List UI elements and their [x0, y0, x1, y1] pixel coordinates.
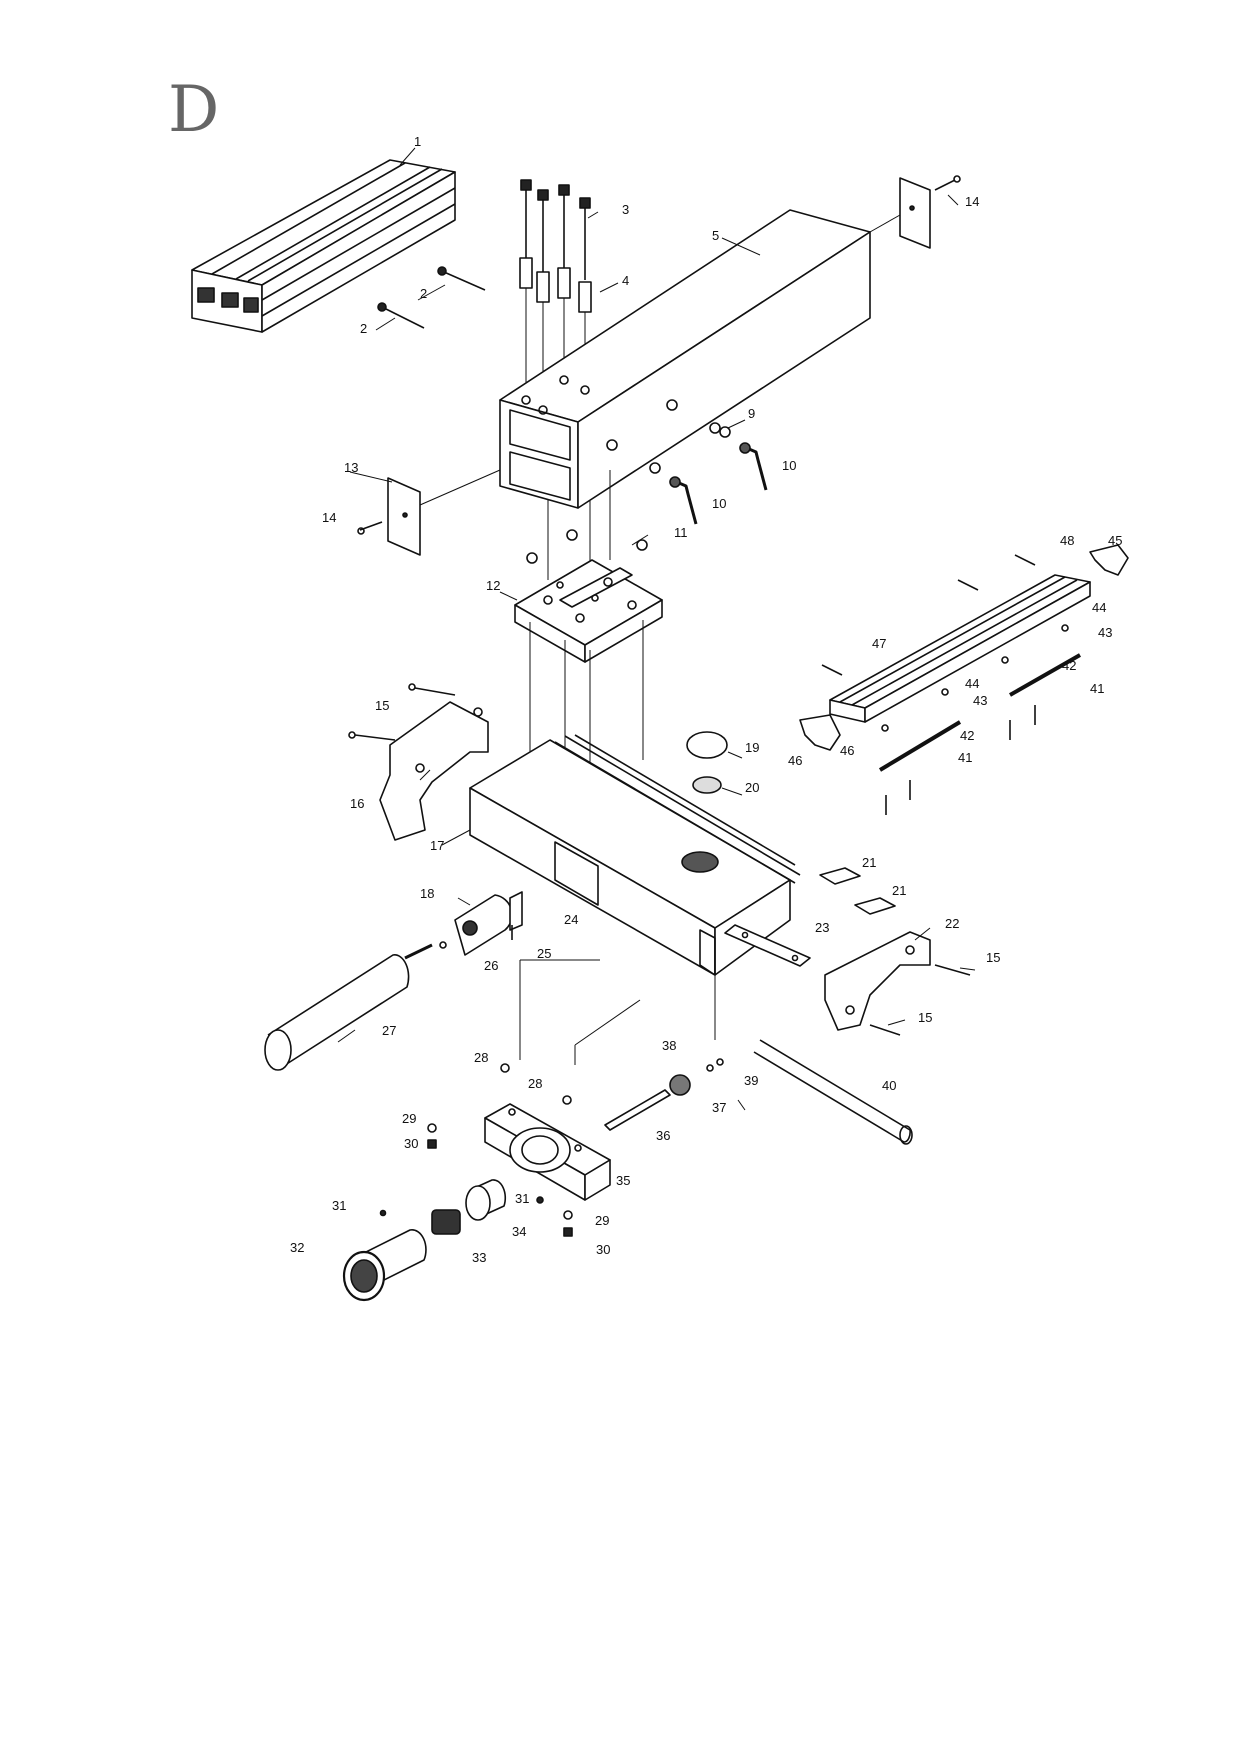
callout-46a: 46	[788, 753, 802, 768]
callout-45: 45	[1108, 533, 1122, 548]
callout-40: 40	[882, 1078, 896, 1093]
callout-12: 12	[486, 578, 500, 593]
callout-39: 39	[744, 1073, 758, 1088]
part-bracket-18	[439, 891, 523, 956]
callout-34: 34	[512, 1224, 526, 1239]
callout-26: 26	[484, 958, 498, 973]
callout-29b: 29	[595, 1213, 609, 1228]
part-small-hardware	[379, 1063, 573, 1237]
part-rail-brackets	[799, 544, 1129, 751]
callout-46b: 46	[840, 743, 854, 758]
callout-27: 27	[382, 1023, 396, 1038]
part-ring-and-disk	[686, 731, 728, 794]
callout-41b: 41	[958, 750, 972, 765]
callout-44b: 44	[965, 676, 979, 691]
callout-25: 25	[537, 946, 551, 961]
part-mount-plate	[514, 529, 663, 663]
callout-29a: 29	[402, 1111, 416, 1126]
callout-3: 3	[622, 202, 629, 217]
callout-30b: 30	[596, 1242, 610, 1257]
part-shaft-40	[753, 1039, 913, 1145]
callout-28a: 28	[474, 1050, 488, 1065]
callout-15a: 15	[375, 698, 389, 713]
callout-9: 9	[748, 406, 755, 421]
part-knob-assembly	[342, 1179, 507, 1302]
callout-14b: 14	[322, 510, 336, 525]
part-end-plate-16	[348, 683, 489, 841]
callout-5: 5	[712, 228, 719, 243]
section-letter: D	[168, 73, 220, 147]
callout-28b: 28	[528, 1076, 542, 1091]
callout-18: 18	[420, 886, 434, 901]
callout-24: 24	[564, 912, 578, 927]
part-screw-2a	[437, 266, 486, 291]
callout-47: 47	[872, 636, 886, 651]
callout-14a: 14	[965, 194, 979, 209]
callout-2a: 2	[420, 286, 427, 301]
callout-35: 35	[616, 1173, 630, 1188]
callout-31a: 31	[332, 1198, 346, 1213]
part-handle-27	[264, 943, 433, 1071]
callout-33: 33	[472, 1250, 486, 1265]
callout-37: 37	[712, 1100, 726, 1115]
callout-1: 1	[414, 134, 421, 149]
callout-43b: 43	[973, 693, 987, 708]
part-cap-screws-3	[520, 179, 591, 280]
callout-15c: 15	[918, 1010, 932, 1025]
callout-31b: 31	[515, 1191, 529, 1206]
callout-20: 20	[745, 780, 759, 795]
callout-labels: 1 2 2 3 4 5 14 9 10 10 13 14 11 12 48 45…	[290, 134, 1122, 1265]
part-screw-2b	[377, 302, 425, 329]
callout-32: 32	[290, 1240, 304, 1255]
leader-lines	[337, 147, 976, 1111]
callout-44a: 44	[1092, 600, 1106, 615]
callout-19: 19	[745, 740, 759, 755]
part-table-base	[469, 734, 801, 1040]
callout-21b: 21	[892, 883, 906, 898]
part-right-rail	[821, 554, 1091, 815]
callout-38: 38	[662, 1038, 676, 1053]
callout-2b: 2	[360, 321, 367, 336]
part-end-plate-right	[869, 175, 961, 249]
part-end-plate-22	[824, 931, 971, 1036]
callout-23: 23	[815, 920, 829, 935]
callout-10b: 10	[712, 496, 726, 511]
callout-48: 48	[1060, 533, 1074, 548]
callout-42a: 42	[1062, 658, 1076, 673]
callout-36: 36	[656, 1128, 670, 1143]
part-blocks-21-23	[724, 867, 896, 967]
callout-11: 11	[674, 525, 688, 540]
part-end-plate-left	[357, 469, 501, 556]
part-extrusion-rail	[191, 159, 456, 333]
callout-16: 16	[350, 796, 364, 811]
callout-42b: 42	[960, 728, 974, 743]
callout-41a: 41	[1090, 681, 1104, 696]
part-levers	[669, 426, 768, 525]
callout-15b: 15	[986, 950, 1000, 965]
callout-4: 4	[622, 273, 629, 288]
part-clamp-block-35	[484, 1058, 724, 1201]
callout-22: 22	[945, 916, 959, 931]
callout-30a: 30	[404, 1136, 418, 1151]
callout-43a: 43	[1098, 625, 1112, 640]
callout-21a: 21	[862, 855, 876, 870]
callout-13: 13	[344, 460, 358, 475]
callout-10a: 10	[782, 458, 796, 473]
callout-17: 17	[430, 838, 444, 853]
